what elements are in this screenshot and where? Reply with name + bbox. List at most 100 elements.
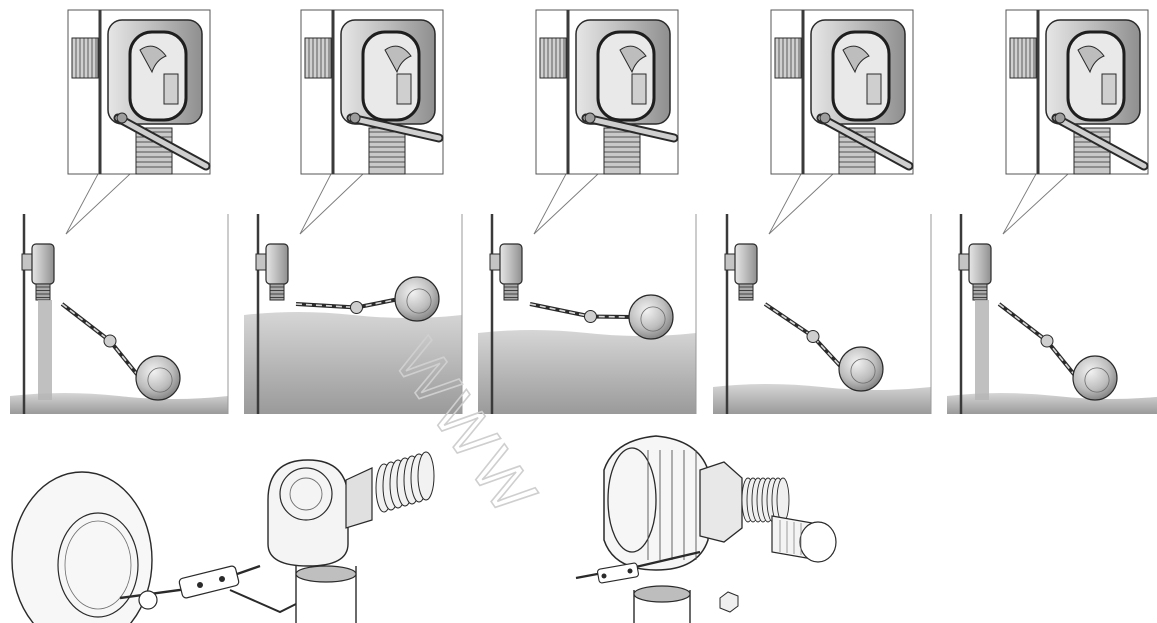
callout-line [299,173,332,235]
zoom-piston [1077,45,1105,74]
zoom-pivot [1054,112,1066,124]
outlet-collar [633,585,691,603]
valve-neck [345,467,373,529]
stage-panel [713,9,932,414]
float-ball [135,355,181,401]
callout-line [299,173,364,235]
zoom-piston [842,45,870,74]
zoom-lever-highlight [818,115,912,169]
stage-panel [244,9,463,414]
zoom-lever-highlight [1053,115,1147,169]
valve-cap-inner [289,477,323,511]
linkage-pin [601,573,607,579]
arm-joint [103,334,117,348]
zoom-seal [163,73,179,105]
float-arm-assembly [11,451,435,623]
callout-line [533,173,567,235]
inlet-thread [776,477,790,523]
zoom-detail [770,9,914,175]
inflow-stream [38,300,52,400]
outlet-collar [295,565,357,583]
zoom-seal [396,73,412,105]
stage-panel [478,9,697,414]
zoom-piston [384,45,412,74]
stage-panel [10,9,229,414]
callout-line [533,173,599,235]
zoom-pivot [584,112,596,124]
float-ball-ring [640,306,666,332]
valve-body [267,459,349,567]
valve-outlet [738,283,754,301]
float-arm [60,302,142,380]
linkage-joint [138,590,158,610]
zoom-lever-highlight [348,115,442,141]
zoom-piston [139,45,167,74]
valve-body-face [607,447,657,553]
callout-line [768,173,802,235]
linkage-pin [219,576,225,582]
float-ball [394,276,440,322]
valve-outlet [503,283,519,301]
inflow-stream [975,300,989,400]
zoom-seal [631,73,647,105]
zoom-detail [535,9,679,175]
float-ball-ring [850,358,876,384]
stage-panel [947,9,1157,414]
strainer-end [799,521,837,563]
assembly-views [11,435,837,623]
zoom-seal [866,73,882,105]
arm-joint [584,310,597,323]
float-ball-ring [147,367,173,393]
zoom-detail [300,9,444,175]
float-ball-ring [64,520,132,610]
valve-body [734,243,758,285]
water [244,312,462,414]
valve-outlet [269,283,285,301]
float-arm [997,302,1079,380]
zoom-seal [1101,73,1117,105]
callout-line [65,173,131,235]
callout-line [65,173,99,235]
valve-inlet-assembly [575,435,837,623]
callout-line [1002,173,1069,235]
float-ball [628,294,674,340]
valve-body [31,243,55,285]
zoom-piston [619,45,647,74]
zoom-detail [1005,9,1149,175]
water [947,393,1157,414]
callout-line [1002,173,1037,235]
float-ball [11,471,153,623]
float-arm [763,302,845,371]
float-ball [838,346,884,392]
valve-body [265,243,289,285]
valve-cap-ring [279,467,333,521]
zoom-pivot [819,112,831,124]
hex-nut [699,461,743,543]
callout-line [768,173,834,235]
float-ball [1072,355,1118,401]
arm-joint [350,301,363,314]
arm-joint [806,330,820,343]
float-ball-ring [406,288,432,314]
linkage-bracket [178,565,240,599]
linkage-pin [627,568,633,574]
linkage-lever [229,589,297,614]
zoom-pivot [349,112,361,124]
float-ball-ring [1084,367,1110,393]
small-nut [719,591,739,613]
linkage-pin [197,582,203,588]
water [478,330,696,414]
linkage-bracket [597,562,639,584]
valve-body [499,243,523,285]
zoom-lever-highlight [115,115,209,169]
inlet-thread [417,451,435,501]
float-ball-face [57,512,139,618]
zoom-detail [67,9,211,175]
water [713,384,931,414]
zoom-pivot [116,112,128,124]
stage-panels [10,9,1157,414]
water [10,393,228,414]
valve-body [968,243,992,285]
zoom-lever-highlight [583,115,677,141]
